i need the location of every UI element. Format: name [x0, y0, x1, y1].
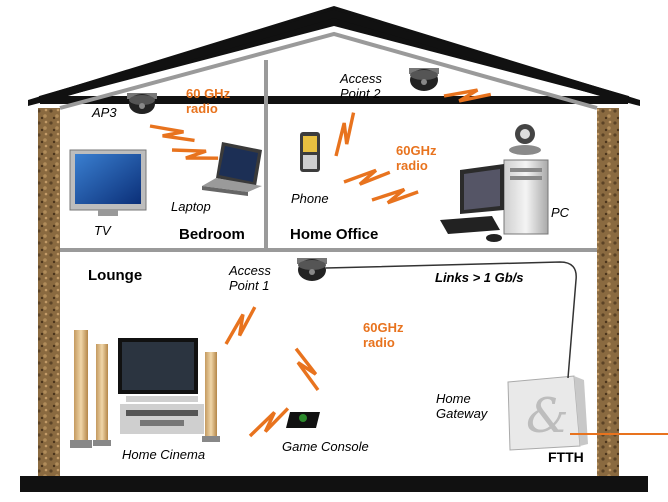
radio-link-office-1	[322, 110, 368, 158]
office-radio-label: 60GHz radio	[396, 143, 437, 174]
ap3-device-icon	[127, 93, 157, 114]
game-console-label: Game Console	[282, 439, 369, 454]
laptop-label: Laptop	[171, 199, 211, 214]
webcam-icon	[509, 124, 541, 155]
phone-icon	[300, 132, 320, 172]
ground	[20, 476, 648, 492]
radio-link-lounge-1	[215, 305, 266, 346]
svg-text:&: &	[526, 388, 569, 444]
ap3-label: AP3	[92, 105, 117, 120]
bedroom-radio-label: 60 GHz radio	[186, 86, 231, 117]
laptop-icon	[202, 142, 262, 196]
lounge-radio-label: 60GHz radio	[363, 320, 404, 351]
radio-link-office-2	[442, 79, 493, 112]
radio-link-lounge-3	[243, 406, 294, 438]
left-wall	[38, 108, 60, 482]
roof-outline	[38, 9, 630, 104]
access-point-1-label-line2: Point 1	[229, 277, 270, 293]
lounge-radio-label-line2: radio	[363, 334, 395, 350]
access-point-1-device-icon	[297, 258, 327, 281]
access-point-1-label-line1: Access	[229, 263, 271, 278]
room-home-office-label: Home Office	[290, 226, 379, 243]
radio-link-bedroom-1	[148, 111, 197, 155]
home-cinema-icon	[70, 330, 220, 448]
access-point-2-label: Access Point 2	[340, 71, 382, 102]
pc-label: PC	[551, 205, 570, 220]
game-console-icon	[286, 412, 320, 428]
access-point-1-label: Access Point 1	[229, 263, 271, 294]
phone-label: Phone	[291, 191, 329, 206]
home-gateway-icon: &	[507, 375, 588, 451]
tv-label: TV	[94, 223, 111, 238]
radio-link-bedroom-2	[170, 134, 220, 174]
bedroom-radio-label-line1: 60 GHz	[186, 86, 231, 101]
links-speed-label: Links > 1 Gb/s	[435, 270, 524, 285]
roof	[28, 6, 640, 106]
radio-link-office-3	[342, 164, 392, 190]
ftth-label: FTTH	[548, 449, 584, 465]
radio-link-office-4	[370, 182, 420, 210]
office-radio-label-line1: 60GHz	[396, 143, 437, 158]
lounge-radio-label-line1: 60GHz	[363, 320, 404, 335]
home-gateway-label-line2: Gateway	[436, 405, 488, 421]
bedroom-radio-label-line2: radio	[186, 100, 218, 116]
home-gateway-label-line1: Home	[436, 391, 471, 406]
pc-icon	[440, 159, 549, 242]
room-bedroom-label: Bedroom	[179, 226, 245, 243]
right-wall	[597, 108, 619, 482]
backhaul-link-line	[325, 261, 577, 379]
room-lounge-label: Lounge	[88, 267, 143, 284]
tv-icon	[69, 149, 147, 216]
home-cinema-label: Home Cinema	[122, 447, 206, 462]
access-point-2-device-icon	[409, 68, 439, 91]
access-point-2-label-line2: Point 2	[340, 85, 381, 101]
radio-link-lounge-2	[294, 344, 320, 394]
ceiling-line	[59, 31, 598, 110]
office-radio-label-line2: radio	[396, 157, 428, 173]
access-point-2-label-line1: Access	[340, 71, 382, 86]
home-gateway-label: Home Gateway	[436, 391, 488, 422]
